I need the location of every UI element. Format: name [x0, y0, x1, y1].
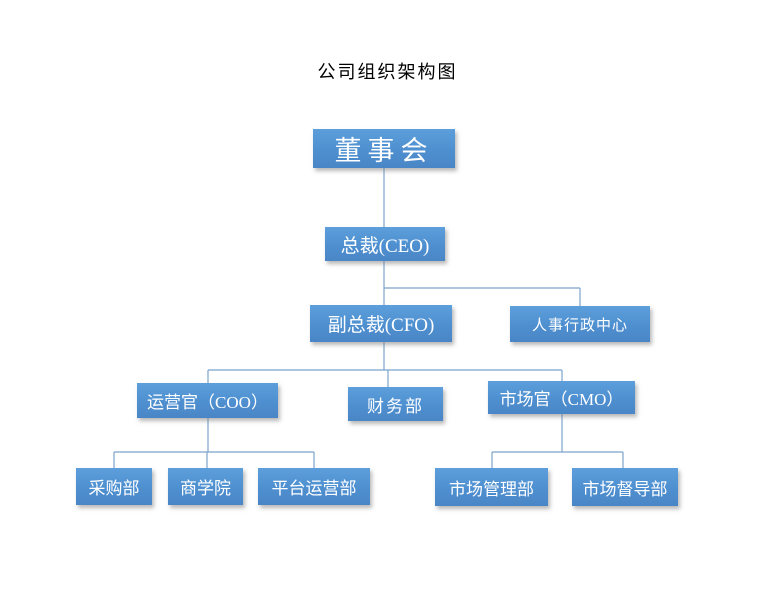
org-node-hr-admin-center-label: 人事行政中心	[531, 317, 628, 334]
org-node-market-supervision-dept-label: 市场督导部	[582, 479, 668, 499]
org-node-market-supervision-dept[interactable]: 市场督导部	[572, 468, 678, 506]
org-node-cmo-label: 市场官（CMO）	[499, 390, 624, 409]
org-node-platform-operations-dept-label: 平台运营部	[271, 479, 357, 498]
org-node-cfo[interactable]: 副总裁(CFO)	[310, 305, 452, 342]
org-node-board-label: 董事会	[334, 136, 434, 166]
org-node-finance-dept[interactable]: 财务部	[348, 387, 443, 421]
org-node-cmo[interactable]: 市场官（CMO）	[488, 381, 635, 414]
org-node-business-school-label: 商学院	[180, 479, 231, 498]
org-node-platform-operations-dept[interactable]: 平台运营部	[258, 468, 370, 505]
org-node-purchasing-dept-label: 采购部	[88, 479, 140, 498]
org-node-ceo-label: 总裁(CEO)	[340, 235, 430, 257]
org-node-hr-admin-center[interactable]: 人事行政中心	[510, 306, 650, 342]
org-node-ceo[interactable]: 总裁(CEO)	[325, 227, 445, 261]
org-node-business-school[interactable]: 商学院	[168, 468, 243, 505]
org-node-cfo-label: 副总裁(CFO)	[327, 315, 435, 336]
org-node-board[interactable]: 董事会	[313, 129, 455, 168]
org-node-finance-dept-label: 财务部	[367, 396, 424, 416]
chart-title: 公司组织架构图	[317, 62, 458, 82]
org-node-coo[interactable]: 运营官（COO）	[137, 383, 278, 418]
org-node-coo-label: 运营官（COO）	[147, 393, 268, 412]
org-node-purchasing-dept[interactable]: 采购部	[76, 468, 152, 505]
org-node-market-management-dept-label: 市场管理部	[449, 479, 534, 499]
org-node-market-management-dept[interactable]: 市场管理部	[435, 468, 548, 506]
